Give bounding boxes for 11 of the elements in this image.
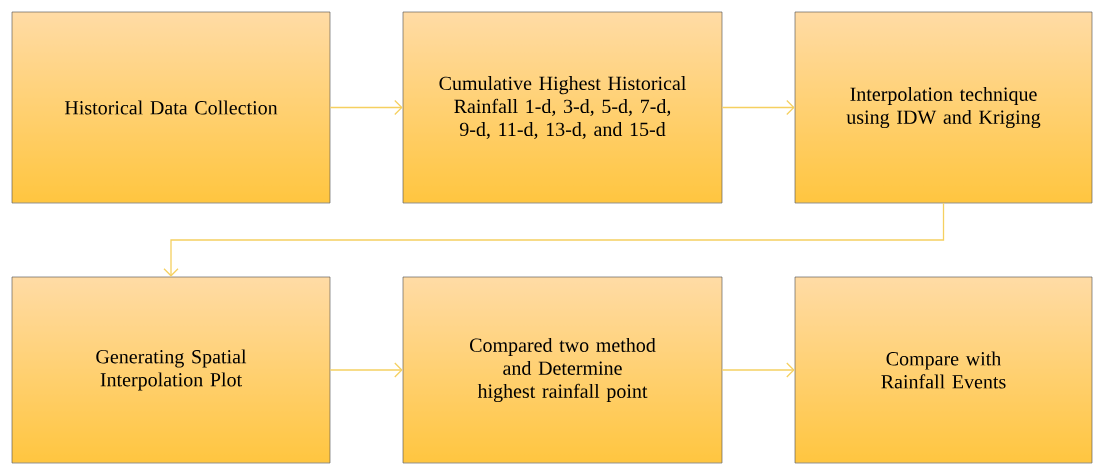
process-box: Compare with Rainfall Events — [794, 276, 1093, 464]
process-box: Compared two method and Determine highest rainfall point — [402, 276, 723, 464]
arrow — [721, 362, 795, 378]
arrow — [329, 362, 403, 378]
process-box: Interpolation technique using IDW and Kriging — [794, 11, 1093, 204]
process-box: Historical Data Collection — [11, 11, 331, 204]
process-box: Cumulative Highest Historical Rainfall 1-d, 3-d, 5-d, 7-d, 9-d, 11-d, 13-d, and 15-d — [402, 11, 723, 204]
arrow — [721, 99, 795, 116]
arrow — [329, 99, 403, 116]
arrow — [163, 202, 945, 277]
process-box: Generating Spatial Interpolation Plot — [11, 276, 331, 464]
